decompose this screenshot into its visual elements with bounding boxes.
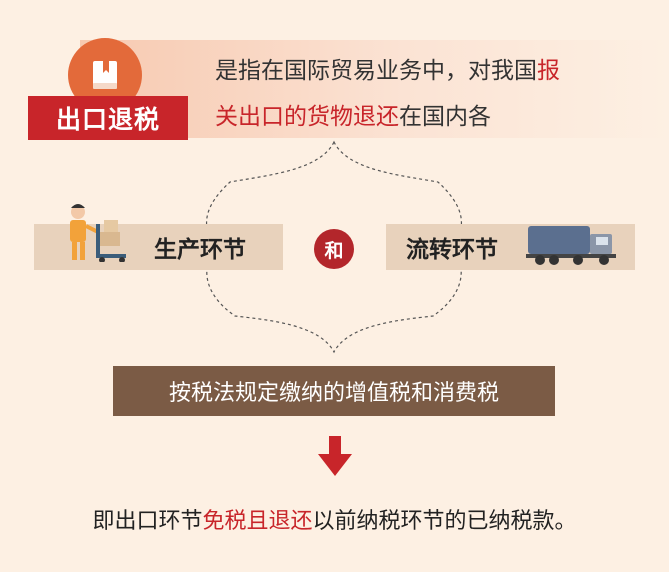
footer-text: 即出口环节免税且退还以前纳税环节的已纳税款。: [0, 503, 669, 535]
intro-part1: 是指在国际贸易业务中，对我国: [215, 58, 537, 84]
footer-prefix: 即出口环节: [92, 509, 203, 534]
tax-description-bar: 按税法规定缴纳的增值税和消费税: [113, 366, 555, 416]
intro-text: 是指在国际贸易业务中，对我国报 关出口的货物退还在国内各: [215, 48, 645, 140]
title-tag: 出口退税: [28, 96, 188, 140]
footer-highlight: 免税且退还: [202, 509, 313, 534]
production-stage-box: 生产环节: [34, 204, 283, 270]
footer-suffix: 以前纳税环节的已纳税款。: [312, 509, 577, 534]
truck-icon: [526, 226, 616, 265]
production-stage-label: 生产环节: [154, 237, 246, 263]
worker-hand-truck-icon: [70, 204, 126, 262]
intro-highlight2: 关出口的货物退还: [215, 104, 399, 130]
intro-highlight1: 报: [537, 58, 560, 84]
intro-part2: 在国内各: [399, 104, 491, 130]
circulation-stage-label: 流转环节: [406, 237, 498, 263]
and-connector: 和: [314, 229, 354, 269]
circulation-stage-box: 流转环节: [386, 224, 635, 270]
down-arrow-icon: [318, 436, 352, 476]
